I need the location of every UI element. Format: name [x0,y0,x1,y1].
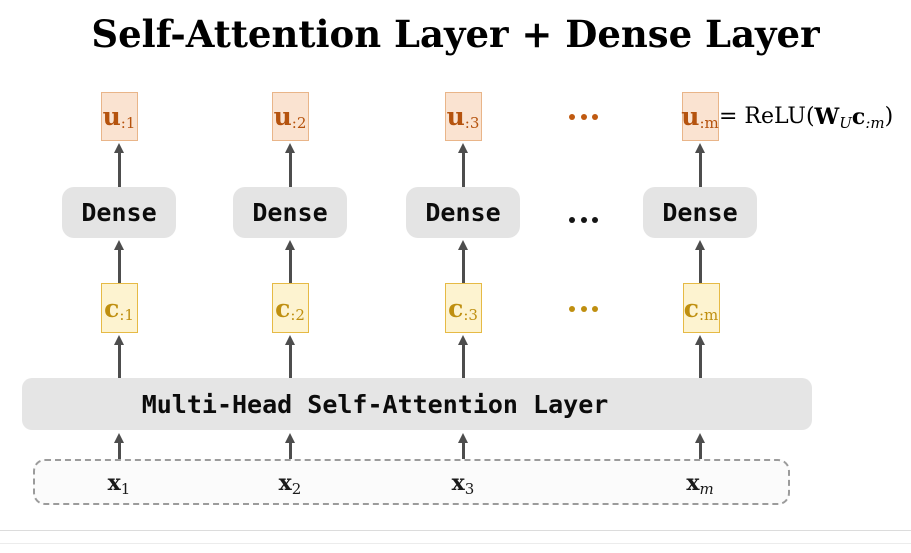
ellipsis-icon-u-row [569,114,598,120]
context-vector-symbol: c [851,103,866,130]
u-vector-box-1: u:1 [100,92,138,141]
c-label-m: c [683,293,699,323]
c-label-3: c [448,293,464,323]
u-label-m: u [681,102,700,131]
ellipsis-icon-dense-row [569,217,598,223]
multi-head-attention-bar: Multi-Head Self-Attention Layer [22,378,812,430]
flow-arrow-dense-to-u-2 [285,143,295,187]
dense-label-1: Dense [81,198,157,227]
dense-box-1: Dense [62,187,176,238]
dense-box-3: Dense [406,187,520,238]
ellipsis-icon-c-row [569,306,598,312]
weight-matrix-symbol: W [814,103,840,130]
flow-arrow-c-to-dense-2 [285,240,295,283]
c-label-2: c [275,293,291,323]
slide-divider-line [0,530,911,531]
u-vector-box-3: u:3 [444,92,482,141]
c-vector-box-m: c:m [682,283,720,333]
u-vector-box-m: u:m [681,92,719,141]
flow-arrow-c-to-dense-m [695,240,705,283]
input-sequence-box [33,459,790,505]
flow-arrow-x-to-bar-3 [458,433,468,470]
c-vector-box-1: c:1 [100,283,138,333]
flow-arrow-dense-to-u-1 [114,143,124,187]
slide-divider-line [0,543,911,544]
u-vector-box-2: u:2 [271,92,309,141]
flow-arrow-x-to-bar-m [695,433,705,470]
page-title: Self-Attention Layer + Dense Layer [91,12,820,56]
u-label-2: u [273,102,292,131]
flow-arrow-c-to-dense-1 [114,240,124,283]
c-vector-box-2: c:2 [271,283,309,333]
u-label-3: u [446,102,465,131]
dense-label-m: Dense [662,198,738,227]
flow-arrow-c-to-dense-3 [458,240,468,283]
dense-box-m: Dense [643,187,757,238]
flow-arrow-bar-to-c-2 [285,335,295,378]
flow-arrow-bar-to-c-3 [458,335,468,378]
flow-arrow-bar-to-c-m [695,335,705,378]
c-vector-box-3: c:3 [444,283,482,333]
flow-arrow-dense-to-u-3 [458,143,468,187]
dense-label-2: Dense [252,198,328,227]
c-label-1: c [104,293,120,323]
flow-arrow-x-to-bar-1 [114,433,124,470]
dense-box-2: Dense [233,187,347,238]
flow-arrow-x-to-bar-2 [285,433,295,470]
dense-label-3: Dense [425,198,501,227]
flow-arrow-bar-to-c-1 [114,335,124,378]
u-label-1: u [102,102,121,131]
attention-bar-label: Multi-Head Self-Attention Layer [141,389,609,419]
flow-arrow-dense-to-u-m [695,143,705,187]
